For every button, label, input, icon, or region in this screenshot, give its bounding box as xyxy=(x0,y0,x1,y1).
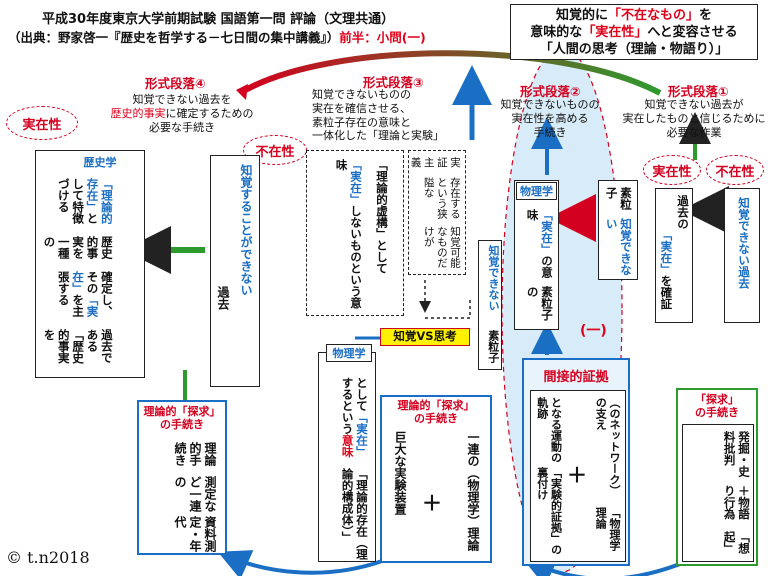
inquiry-mid-label: 理論的「探求」の手続き xyxy=(397,399,475,425)
indirect-text2: 「実験的証拠」の裏付け となる運動の軌跡 xyxy=(535,397,563,555)
unseen-past-box: 知覚できない過去 xyxy=(724,188,760,323)
para3-caption: 知覚できないものの実在を確信させる、素粒子存在の意味と一体化した「理論と実験」 xyxy=(312,88,444,143)
summary-line2: 意味的な「実在性」へと変容させる xyxy=(530,25,738,40)
theory-entity-box: 「理論的存在（理論的構成体）」 として「実在」するという意味 xyxy=(318,352,376,562)
copyright: © t.n2018 xyxy=(6,548,90,567)
para2-caption: 知覚できないものの実在性を高める手続き xyxy=(500,98,600,139)
perception-vs-thought: 知覚VS思考 xyxy=(380,328,470,346)
inquiry-right-inner: 「想起」 ＋物語り行為 発掘・史料批判 xyxy=(682,424,754,562)
absence-cloud-right: 不在性 xyxy=(706,155,764,185)
header-source-text: （出典：野家啓一『歴史を哲学する－七日間の集中講義』） xyxy=(8,30,340,45)
para1-heading: 形式段落① xyxy=(668,84,729,99)
indirect-evidence-box: 間接的証拠 「物理学理論 （のネットワーク）の支え ＋ 「実験的証拠」の裏付け … xyxy=(522,358,630,566)
para1-caption: 知覚できない過去が実在したものと信じるために必要な作業 xyxy=(622,98,766,139)
indirect-plus: ＋ xyxy=(567,463,587,487)
theory-fiction-text: 「理論的虚構」として xyxy=(375,159,389,274)
summary-line3: 「人間の思考（理論・物語り）」 xyxy=(539,42,729,57)
inquiry-left-text: 資料測定・年代 測定など一連の 理論的手続き xyxy=(173,442,217,552)
inquiry-mid-box: 理論的「探求」の手続き 一連の（物理学）理論 ＋ 巨大な実験装置 xyxy=(380,395,492,563)
para2-heading: 形式段落② xyxy=(520,84,581,99)
unseen-particle2-box: 知覚できない 素粒子 xyxy=(598,180,638,280)
para4-caption: 知覚できない過去を 歴史的事実に確定するための 必要な手続き xyxy=(110,93,254,134)
theory-entity-text: 「理論的存在（理論的構成体）」 として「実在」するという意味 xyxy=(340,377,369,561)
unseen-particle-text: 知覚できない xyxy=(487,245,500,311)
cannot-perceive-past-box: 知覚することができない 過去 xyxy=(210,155,260,387)
indirect-inner: 「物理学理論 （のネットワーク）の支え ＋ 「実験的証拠」の裏付け となる運動の… xyxy=(530,390,626,562)
particle-meaning-text: 素粒子の 「実在」の意味 xyxy=(525,209,554,321)
past-real-text2: 「実在」を確証 xyxy=(659,229,674,310)
indirect-label: 間接的証拠 xyxy=(543,370,609,385)
indirect-text: 「物理学理論 （のネットワーク）の支え xyxy=(594,397,621,551)
inquiry-right-box: 「探求」の手続き 「想起」 ＋物語り行為 発掘・史料批判 xyxy=(676,388,758,566)
past-real-box: 過去の 「実在」を確証 xyxy=(655,188,693,323)
cannot-perceive-label: 知覚することができない xyxy=(239,164,253,296)
physics-label-bottom: 物理学 xyxy=(326,344,372,362)
header-source: （出典：野家啓一『歴史を哲学する－七日間の集中講義』）前半：小問(一) xyxy=(8,27,426,46)
para3-heading: 形式段落③ xyxy=(363,75,424,90)
unseen-particle2-text: 知覚できない 素粒子 xyxy=(604,187,633,276)
unseen-particle-word: 素粒子 xyxy=(486,330,500,363)
history-label: 歴史学 xyxy=(75,154,125,172)
positivism-box: 知覚可能なものだけが 存在するという狭隘な 実証主義 xyxy=(408,150,466,275)
particle-meaning-box: 素粒子の 「実在」の意味 xyxy=(514,180,559,330)
summary-box: 知覚的に「不在なもの」を 意味的な「実在性」へと変容させる 「人間の思考（理論・… xyxy=(510,4,758,60)
past-label: 過去 xyxy=(216,286,230,310)
summary-line1: 知覚的に「不在なもの」を xyxy=(555,8,713,23)
question-marker: (一) xyxy=(580,323,607,339)
history-text: 過去である「歴史的事実を 確定し、その「実在」を主張する 歴史的事実を一種の 「… xyxy=(42,178,114,364)
inquiry-mid-plus: ＋ xyxy=(422,491,442,515)
inquiry-left-box: 理論的「探求」の手続き 資料測定・年代 測定など一連の 理論的手続き xyxy=(137,400,227,555)
theory-fiction-box: 「理論的虚構」として 「実在」しないものという意味 xyxy=(306,150,404,316)
theory-fiction-text2: 「実在」しないものという意味 xyxy=(334,159,363,309)
inquiry-mid-text1: 一連の（物理学）理論 xyxy=(466,431,480,551)
unseen-particle-box: 知覚できない xyxy=(478,240,502,370)
header-title: 平成30年度東京大学前期試験 国語第一問 評論（文理共通） xyxy=(42,12,395,27)
inquiry-right-text: 「想起」 ＋物語り行為 発掘・史料批判 xyxy=(722,431,751,554)
reality-cloud-right: 実在性 xyxy=(643,155,701,185)
inquiry-right-label: 「探求」の手続き xyxy=(695,393,739,419)
header-part: 前半：小問(一) xyxy=(339,30,426,45)
history-box xyxy=(35,150,145,378)
history-cloud: 実在性 xyxy=(6,106,78,140)
unseen-past-text: 知覚できない過去 xyxy=(737,197,751,289)
inquiry-mid-text2: 巨大な実験装置 xyxy=(393,431,407,515)
past-real-text: 過去の xyxy=(676,195,690,230)
para4-heading: 形式段落④ xyxy=(145,76,206,91)
inquiry-left-label: 理論的「探求」の手続き xyxy=(143,405,221,431)
positivism-text: 知覚可能なものだけが 存在するという狭隘な 実証主義 xyxy=(409,156,461,269)
physics-label-top: 物理学 xyxy=(516,182,557,200)
